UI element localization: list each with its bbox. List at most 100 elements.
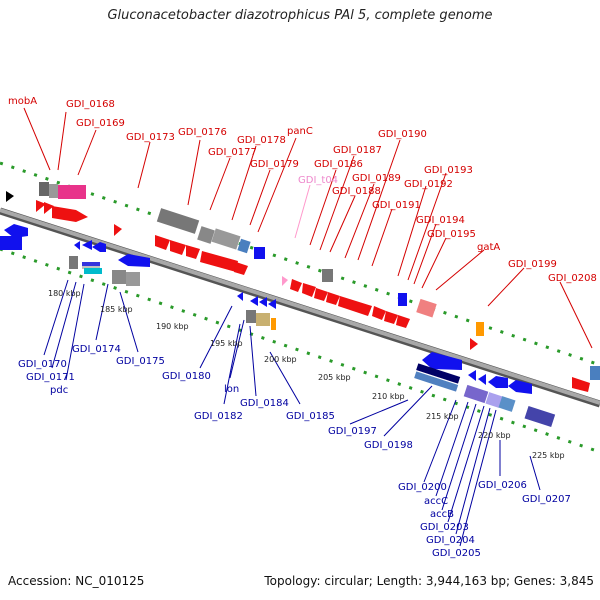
gene-box-gray[interactable]: [211, 228, 241, 250]
gene-box-blue[interactable]: [0, 236, 22, 250]
gene-arrow-forward[interactable]: [384, 311, 398, 324]
gene-label[interactable]: panC: [287, 126, 313, 137]
gene-box-steel[interactable]: [498, 396, 516, 412]
gene-label[interactable]: GDI_0176: [178, 127, 227, 138]
gene-label[interactable]: GDI_0200: [398, 482, 447, 493]
gene-label[interactable]: GDI_0168: [66, 99, 115, 110]
gene-label[interactable]: GDI_0189: [352, 173, 401, 184]
gene-arrow-forward[interactable]: [170, 240, 186, 255]
gene-label[interactable]: GDI_0177: [208, 147, 257, 158]
gene-label[interactable]: GDI_0206: [478, 480, 527, 491]
gene-label[interactable]: gatA: [477, 242, 500, 253]
gene-arrow-forward[interactable]: [372, 306, 386, 320]
gene-arrow-forward[interactable]: [6, 191, 14, 202]
gene-arrow-forward[interactable]: [302, 283, 316, 297]
gene-label[interactable]: GDI_0204: [426, 535, 475, 546]
gene-label[interactable]: GDI_0170: [18, 359, 67, 370]
gene-box-gray[interactable]: [156, 208, 200, 234]
gene-label[interactable]: GDI_0203: [420, 522, 469, 533]
gene-arrow-forward[interactable]: [314, 288, 328, 301]
gene-arrow-reverse[interactable]: [508, 380, 532, 394]
gene-arrow-forward[interactable]: [200, 251, 238, 272]
gene-label[interactable]: GDI_0173: [126, 132, 175, 143]
gene-box-salmon[interactable]: [416, 298, 437, 318]
gene-label[interactable]: GDI_0193: [424, 165, 473, 176]
gene-box-blue[interactable]: [254, 247, 265, 259]
gene-box-lightlavender[interactable]: [485, 392, 503, 408]
gene-box-gray[interactable]: [112, 270, 126, 284]
gene-label[interactable]: GDI_0197: [328, 426, 377, 437]
gene-arrow-forward[interactable]: [290, 279, 302, 292]
gene-arrow-forward[interactable]: [186, 245, 200, 259]
gene-label[interactable]: GDI_0195: [427, 229, 476, 240]
gene-label[interactable]: GDI_0190: [378, 129, 427, 140]
gene-box-pink[interactable]: [58, 185, 86, 199]
gene-arrow-forward[interactable]: [326, 292, 340, 305]
gene-arrow-forward[interactable]: [114, 224, 122, 236]
gene-box-steel[interactable]: [414, 371, 459, 392]
gene-arrow-reverse[interactable]: [118, 254, 150, 267]
gene-arrow-forward[interactable]: [52, 206, 88, 222]
gene-arrow-reverse[interactable]: [92, 242, 106, 252]
gene-arrow-reverse[interactable]: [268, 299, 276, 309]
gene-box-navy[interactable]: [416, 363, 461, 384]
gene-label[interactable]: GDI_0187: [333, 145, 382, 156]
gene-label[interactable]: GDI_0205: [432, 548, 481, 559]
gene-arrow-reverse[interactable]: [82, 240, 92, 250]
gene-box-gray[interactable]: [49, 184, 58, 198]
gene-box-olive[interactable]: [256, 313, 270, 326]
gene-arrow-reverse[interactable]: [250, 296, 258, 306]
gene-box-gray[interactable]: [126, 272, 140, 286]
gene-label[interactable]: accC: [424, 496, 448, 507]
gene-label[interactable]: GDI_0208: [548, 273, 597, 284]
gene-arrow-forward[interactable]: [36, 200, 46, 212]
gene-label[interactable]: GDI_0188: [332, 186, 381, 197]
gene-arrow-forward[interactable]: [338, 296, 372, 316]
gene-box-steel[interactable]: [590, 366, 600, 380]
gene-label[interactable]: GDI_0186: [314, 159, 363, 170]
gene-label[interactable]: GDI_0199: [508, 259, 557, 270]
gene-arrow-forward[interactable]: [572, 377, 590, 392]
gene-label[interactable]: GDI_0207: [522, 494, 571, 505]
gene-arrow-forward[interactable]: [44, 202, 54, 214]
gene-box-slate[interactable]: [524, 405, 556, 427]
gene-box-gray[interactable]: [39, 182, 49, 196]
gene-box-gray[interactable]: [322, 269, 333, 282]
gene-box-orange[interactable]: [271, 318, 276, 330]
gene-arrow-forward[interactable]: [470, 338, 478, 350]
gene-label[interactable]: mobA: [8, 96, 37, 107]
gene-arrow-forward[interactable]: [155, 235, 170, 250]
gene-label[interactable]: GDI_0180: [162, 371, 211, 382]
gene-label[interactable]: GDI_0178: [237, 135, 286, 146]
gene-label[interactable]: GDI_0185: [286, 411, 335, 422]
gene-label[interactable]: GDI_0191: [372, 200, 421, 211]
gene-label[interactable]: GDI_0169: [76, 118, 125, 129]
gene-label[interactable]: pdc: [50, 385, 68, 396]
gene-arrow-reverse[interactable]: [422, 352, 462, 370]
gene-box-gray[interactable]: [197, 226, 215, 244]
gene-label[interactable]: GDI_t04: [298, 175, 338, 186]
gene-arrow-reverse[interactable]: [74, 241, 80, 250]
gene-arrow-reverse[interactable]: [488, 376, 508, 388]
gene-box-cyan[interactable]: [84, 268, 102, 274]
gene-box-gray[interactable]: [69, 256, 78, 269]
gene-box-lavender[interactable]: [463, 384, 489, 404]
gene-arrow-forward[interactable]: [396, 315, 410, 328]
gene-label[interactable]: GDI_0182: [194, 411, 243, 422]
gene-box-steel[interactable]: [237, 238, 251, 254]
gene-arrow-reverse[interactable]: [4, 224, 28, 238]
gene-label[interactable]: GDI_0198: [364, 440, 413, 451]
gene-label[interactable]: GDI_0184: [240, 398, 289, 409]
gene-label[interactable]: GDI_0171: [26, 372, 75, 383]
gene-label[interactable]: lon: [224, 384, 239, 395]
gene-box-blue[interactable]: [398, 293, 407, 306]
gene-arrow-reverse[interactable]: [468, 370, 476, 381]
gene-label[interactable]: GDI_0192: [404, 179, 453, 190]
gene-arrow-forward[interactable]: [234, 262, 248, 275]
gene-box-orange[interactable]: [476, 322, 484, 336]
gene-label[interactable]: accB: [430, 509, 454, 520]
gene-arrow-reverse[interactable]: [478, 374, 486, 385]
gene-label[interactable]: GDI_0175: [116, 356, 165, 367]
gene-label[interactable]: GDI_0179: [250, 159, 299, 170]
gene-label[interactable]: GDI_0174: [72, 344, 121, 355]
